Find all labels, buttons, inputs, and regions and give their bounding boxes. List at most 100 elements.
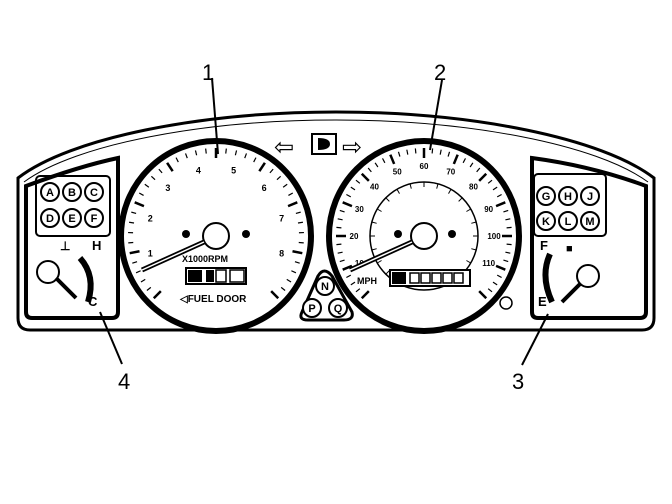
- speedometer-unit-label: MPH: [357, 276, 377, 286]
- speedometer-tick: [503, 259, 509, 263]
- speedometer-tick: [342, 201, 353, 208]
- kmh-tick: [466, 260, 472, 264]
- speedometer-tick: [462, 158, 467, 164]
- fuel-pump-icon: ■: [566, 243, 573, 255]
- kmh-tick: [371, 248, 377, 251]
- speedometer-tick: [360, 172, 370, 182]
- speedometer-scale-label: 110: [482, 259, 495, 268]
- tachometer-scale-label: 8: [279, 249, 284, 259]
- speedometer-tick: [487, 288, 493, 293]
- tachometer-tick: [175, 157, 179, 163]
- right-turn-signal-icon: ⇨: [342, 134, 362, 161]
- right-indicator-lamp-label: J: [587, 191, 593, 203]
- tachometer-scale-label: 6: [262, 183, 267, 193]
- speedometer-tick: [346, 274, 352, 279]
- speedometer-tick: [503, 209, 509, 213]
- right-cluster-frame: [530, 155, 648, 320]
- speedometer-scale-label: 40: [370, 183, 379, 192]
- kmh-tick: [436, 183, 439, 189]
- left-indicator-lamp: [40, 208, 60, 228]
- center-indicator-lamp: [328, 298, 348, 318]
- center-indicator-lamp: [302, 298, 322, 318]
- temp-gauge-cold-label: C: [88, 294, 98, 309]
- kmh-tick: [376, 208, 382, 212]
- tachometer-tick: [234, 150, 238, 156]
- temp-gauge-hot-label: H: [92, 238, 101, 253]
- kmh-tick: [471, 248, 477, 251]
- tachometer-tick: [288, 192, 294, 196]
- tachometer-scale-label: 3: [165, 183, 170, 193]
- left-indicator-lamp-label: E: [68, 213, 75, 225]
- center-indicator-label: Q: [334, 303, 343, 315]
- trip-reset-knob[interactable]: [499, 296, 513, 310]
- speedometer-needle-core: [349, 241, 413, 271]
- speedometer-tick: [381, 158, 386, 164]
- tachometer-tick: [280, 286, 286, 291]
- kmh-tick: [448, 188, 452, 194]
- speedometer-scale-label: 80: [469, 183, 478, 192]
- center-indicator-lamp: [315, 276, 335, 296]
- tachometer-tick: [287, 201, 298, 208]
- tachometer-scale-label: 4: [196, 165, 201, 175]
- callout-2-leader: [429, 79, 443, 151]
- speedometer-scale-label: 20: [350, 232, 359, 241]
- tachometer-tick: [286, 278, 292, 283]
- center-indicator-label: P: [308, 303, 315, 315]
- speedometer-screw-left: [394, 230, 402, 238]
- temp-gauge-icon: ⊥: [60, 239, 70, 253]
- tachometer-scale-label: 5: [231, 165, 236, 175]
- left-indicator-lamp-label: B: [68, 187, 76, 199]
- left-indicator-lamp: [62, 182, 82, 202]
- tachometer-needle-core: [141, 241, 205, 271]
- speedometer-tick: [339, 259, 345, 263]
- speedometer-scale-label: 100: [487, 232, 501, 241]
- tachometer-tick: [166, 162, 174, 172]
- kmh-tick: [385, 197, 390, 202]
- tachometer-tick: [138, 192, 144, 196]
- speedometer-tick: [337, 218, 343, 221]
- tachometer-tick: [258, 162, 266, 172]
- tachometer-tick: [253, 157, 257, 163]
- speedometer-tick: [469, 162, 474, 168]
- right-indicator-lamp: [580, 211, 600, 231]
- tachometer-tick: [146, 286, 152, 291]
- speedometer-tick: [346, 193, 352, 198]
- right-indicator-lamp: [536, 186, 556, 206]
- trip-odometer-display: [389, 269, 471, 287]
- speedometer-tick: [397, 151, 401, 157]
- kmh-tick: [466, 208, 472, 212]
- right-indicator-panel: [533, 173, 607, 237]
- callout-2: 2: [434, 60, 446, 85]
- fuel-gauge-empty-label: E: [538, 294, 547, 309]
- speedometer-tick: [350, 186, 356, 191]
- speedometer-tick: [360, 290, 370, 300]
- speedometer-screw-right: [448, 230, 456, 238]
- kmh-tick: [396, 188, 400, 194]
- speedometer-tick: [389, 154, 396, 165]
- kmh-tick: [409, 183, 412, 189]
- temp-gauge-pivot: [36, 260, 60, 284]
- tachometer-screw-left: [182, 230, 190, 238]
- temp-gauge-needle: [54, 276, 78, 300]
- tachometer-tick: [276, 175, 282, 181]
- tachometer-tick: [269, 168, 274, 174]
- tachometer-tick: [295, 211, 301, 215]
- left-indicator-lamp-label: A: [46, 187, 54, 199]
- callout-1: 1: [202, 60, 214, 85]
- callout-3: 3: [512, 369, 524, 394]
- tachometer-tick: [140, 278, 146, 283]
- right-indicator-lamp-label: K: [542, 216, 550, 228]
- fuel-gauge-needle: [560, 282, 582, 304]
- tachometer-tick: [144, 183, 150, 188]
- speedometer-scale-label: 70: [446, 167, 455, 176]
- tachometer-screw-right: [242, 230, 250, 238]
- tachometer-tick: [128, 221, 135, 224]
- right-indicator-lamp: [558, 186, 578, 206]
- left-indicator-lamp: [84, 182, 104, 202]
- fuel-gauge-scale: [542, 252, 555, 304]
- speedometer-hub: [410, 222, 438, 250]
- speedometer-tick: [496, 193, 502, 198]
